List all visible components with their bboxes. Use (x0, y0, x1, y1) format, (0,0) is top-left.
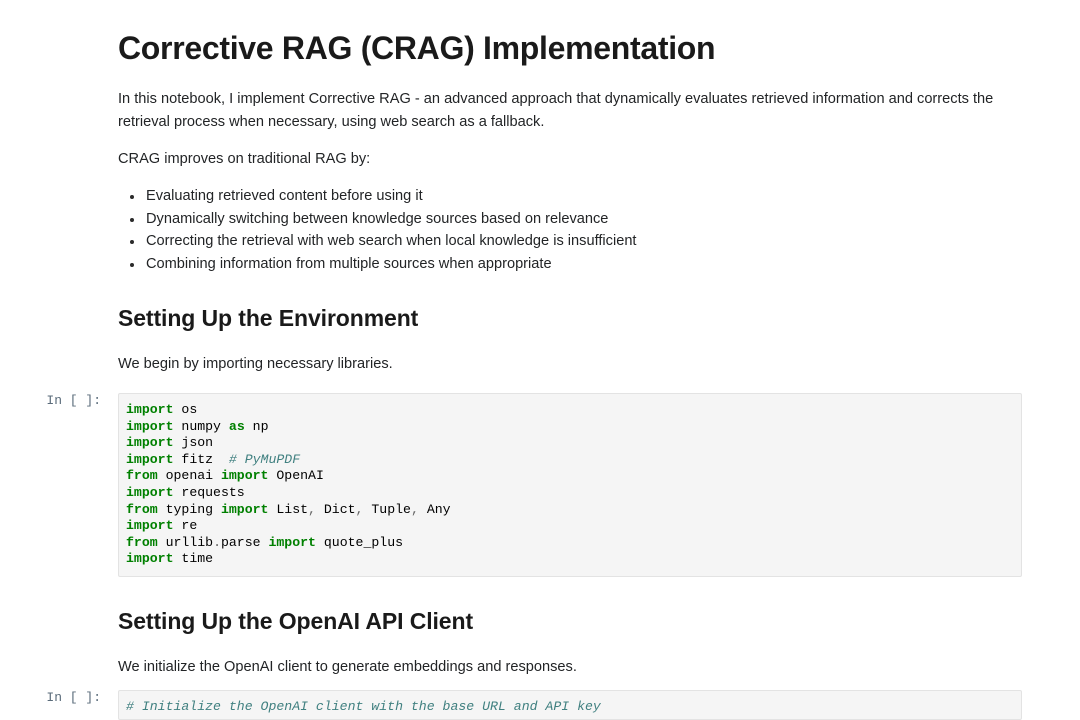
markdown-cell-intro[interactable]: In this notebook, I implement Corrective… (0, 88, 1080, 133)
code-editor-area[interactable]: import os import numpy as np import json… (118, 393, 1022, 577)
markdown-cell-api-text[interactable]: We initialize the OpenAI client to gener… (0, 656, 1080, 679)
section-paragraph-environment: We begin by importing necessary librarie… (118, 356, 393, 372)
code-cell-prompt[interactable]: In [ ]: (46, 690, 101, 705)
code-cell-openai-client[interactable]: In [ ]: # Initialize the OpenAI client w… (0, 690, 1080, 720)
markdown-body: We initialize the OpenAI client to gener… (118, 656, 1080, 679)
code-source-imports[interactable]: import os import numpy as np import json… (126, 402, 451, 567)
markdown-body: Corrective RAG (CRAG) Implementation (118, 30, 1080, 67)
markdown-body: CRAG improves on traditional RAG by: (118, 148, 1080, 171)
markdown-cell-title[interactable]: Corrective RAG (CRAG) Implementation (0, 30, 1080, 67)
section-paragraph-api-client: We initialize the OpenAI client to gener… (118, 659, 577, 675)
markdown-cell-section-environment[interactable]: Setting Up the Environment (0, 305, 1080, 333)
markdown-cell-section-api[interactable]: Setting Up the OpenAI API Client (0, 608, 1080, 636)
markdown-body: Setting Up the Environment (118, 305, 1080, 333)
list-item: Correcting the retrieval with web search… (130, 230, 1022, 253)
markdown-cell-improves[interactable]: CRAG improves on traditional RAG by: (0, 148, 1080, 171)
list-item: Evaluating retrieved content before usin… (130, 185, 1022, 208)
section-heading-api-client: Setting Up the OpenAI API Client (118, 608, 474, 634)
page-title: Corrective RAG (CRAG) Implementation (118, 30, 716, 66)
markdown-body: Evaluating retrieved content before usin… (118, 185, 1080, 275)
code-editor-area[interactable]: # Initialize the OpenAI client with the … (118, 690, 1022, 720)
markdown-body: In this notebook, I implement Corrective… (118, 88, 1080, 133)
code-cell-body: import os import numpy as np import json… (118, 393, 1080, 577)
markdown-body: We begin by importing necessary librarie… (118, 353, 1080, 376)
code-source-openai-client[interactable]: # Initialize the OpenAI client with the … (126, 699, 1015, 716)
benefits-list: Evaluating retrieved content before usin… (118, 185, 1022, 275)
code-comment-line: # Initialize the OpenAI client with the … (126, 699, 601, 714)
markdown-cell-environment-text[interactable]: We begin by importing necessary librarie… (0, 353, 1080, 376)
code-cell-prompt[interactable]: In [ ]: (46, 393, 101, 408)
markdown-body: Setting Up the OpenAI API Client (118, 608, 1080, 636)
list-item: Dynamically switching between knowledge … (130, 208, 1022, 231)
code-cell-imports[interactable]: In [ ]: import os import numpy as np imp… (0, 393, 1080, 577)
markdown-cell-bullets[interactable]: Evaluating retrieved content before usin… (0, 185, 1080, 275)
improves-lead-paragraph: CRAG improves on traditional RAG by: (118, 151, 371, 167)
list-item: Combining information from multiple sour… (130, 253, 1022, 276)
section-heading-environment: Setting Up the Environment (118, 305, 419, 331)
intro-paragraph: In this notebook, I implement Corrective… (118, 91, 994, 130)
code-cell-body: # Initialize the OpenAI client with the … (118, 690, 1080, 720)
